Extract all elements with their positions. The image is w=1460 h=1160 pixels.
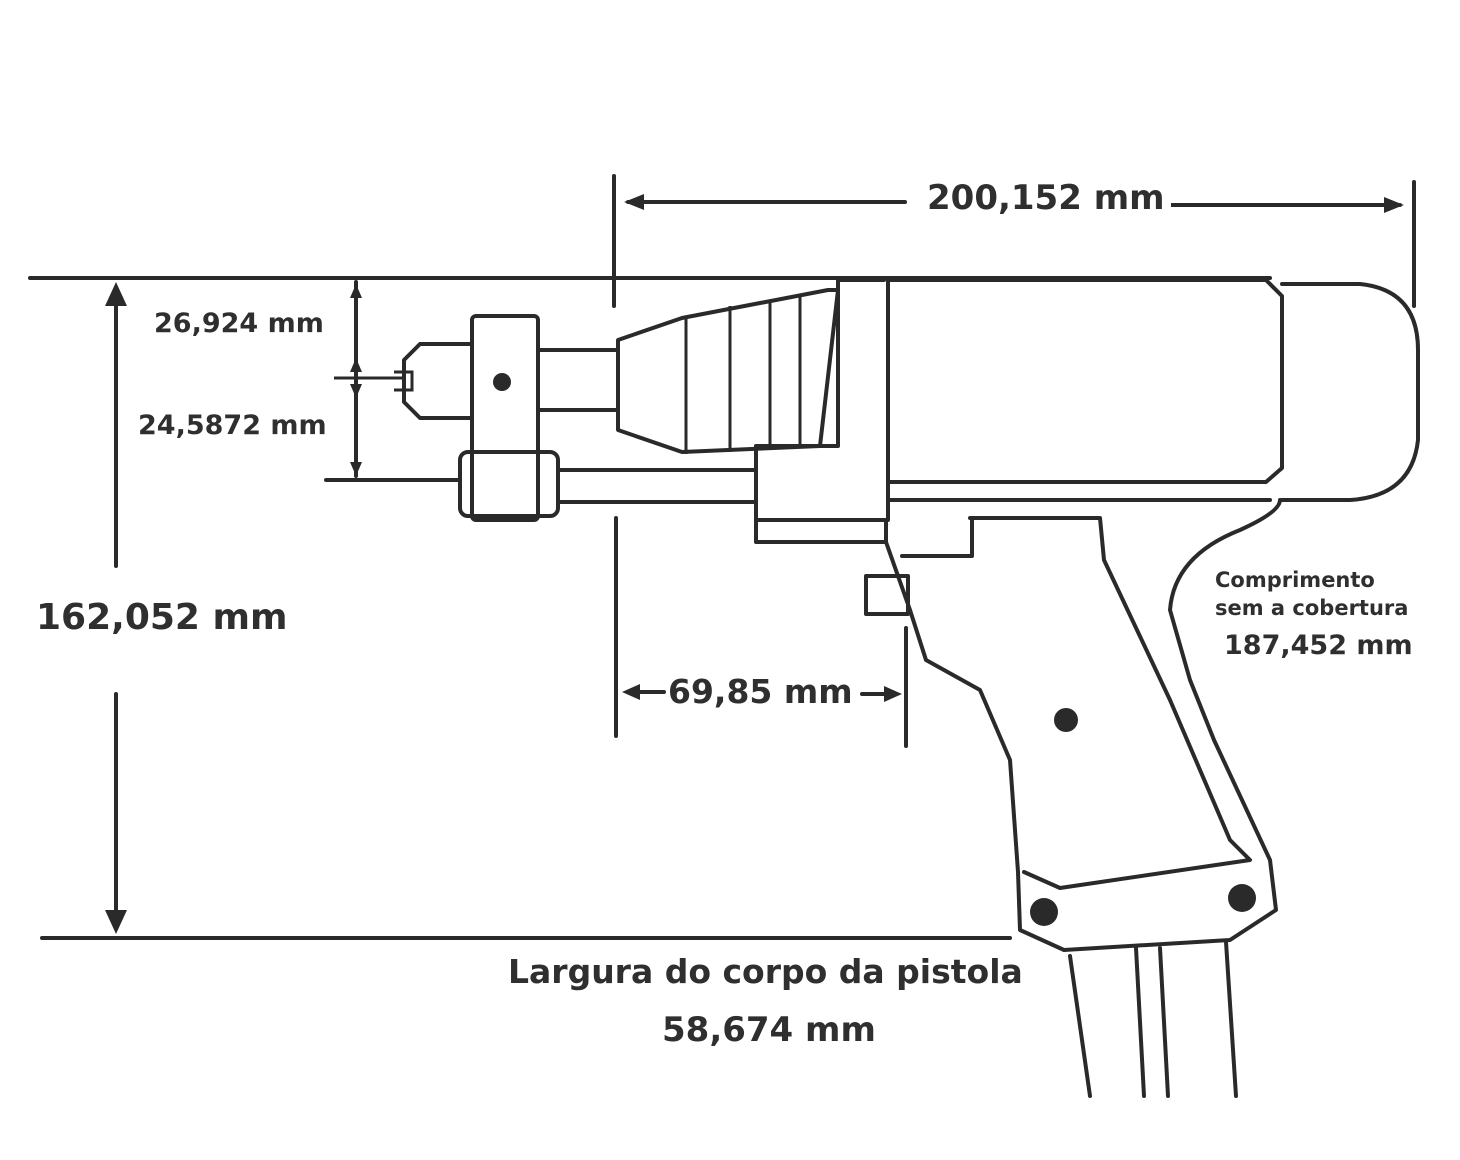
- leg-rod: [556, 468, 758, 504]
- overall-length-label: 200,152 mm: [921, 178, 1171, 218]
- overall-length-dimension: [612, 174, 1416, 308]
- arrowhead-down: [105, 910, 127, 934]
- arrowhead-right: [1384, 197, 1404, 213]
- handle-outline: [884, 498, 1282, 952]
- main-housing: [886, 278, 1284, 484]
- arrow-mid-up: [350, 358, 362, 372]
- nozzle-rings: [684, 296, 802, 454]
- grip-screw-right: [1228, 884, 1256, 912]
- arrowhead-left: [624, 194, 644, 210]
- front-block: [754, 278, 888, 544]
- grip-screw-left: [1030, 898, 1058, 926]
- front-section-dimension: [614, 516, 908, 748]
- height-dimension: [105, 282, 127, 934]
- handle-inner-panel: [968, 516, 1252, 890]
- arrow-mid-down: [350, 384, 362, 398]
- chuck-head: [402, 342, 472, 420]
- rear-cap: [1280, 282, 1420, 502]
- handle-step: [900, 516, 974, 558]
- lower-offset-label: 24,5872 mm: [138, 410, 327, 441]
- chuck-dimension: [324, 280, 460, 482]
- gun-body: [394, 278, 1420, 1098]
- front-section-label: 69,85 mm: [666, 672, 855, 711]
- front-arrow-right: [884, 686, 902, 702]
- chuck-shaft: [538, 348, 620, 412]
- handle-screw: [1054, 708, 1078, 732]
- nozzle-cone: [616, 288, 840, 454]
- length-note-line2: sem a cobertura: [1215, 596, 1409, 620]
- length-note: Comprimento sem a cobertura: [1215, 566, 1408, 622]
- body-width-caption: Largura do corpo da pistola: [508, 952, 1023, 991]
- body-width-value: 58,674 mm: [662, 1010, 876, 1050]
- total-height-label: 162,052 mm: [36, 597, 288, 638]
- leg-plate: [470, 314, 540, 522]
- chuck-tip: [394, 370, 414, 392]
- arrow-bottom: [350, 462, 362, 476]
- trigger: [864, 574, 910, 616]
- leg-plate-screw: [493, 373, 511, 391]
- length-note-line1: Comprimento: [1215, 568, 1375, 592]
- arrow-top: [350, 284, 362, 298]
- front-arrow-left: [622, 684, 640, 700]
- cable: [1068, 940, 1238, 1098]
- arrowhead-up: [105, 282, 127, 306]
- length-note-value: 187,452 mm: [1224, 630, 1413, 661]
- upper-offset-label: 26,924 mm: [154, 308, 324, 339]
- leg-clamp: [458, 450, 560, 518]
